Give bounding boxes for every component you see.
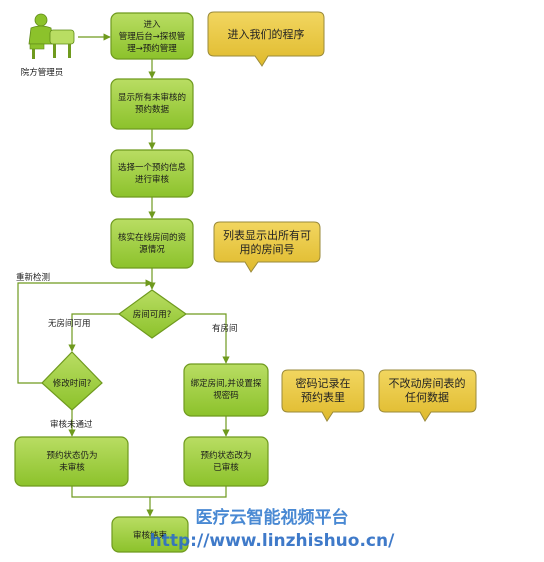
node-reviewed-line-1: 预约状态改为 bbox=[200, 450, 251, 461]
actor-label: 院方管理员 bbox=[21, 67, 64, 78]
note-room-table-line-2: 任何数据 bbox=[405, 390, 449, 404]
process-node-review-end: 审核结束 bbox=[111, 516, 189, 553]
process-node-enter: 进入 管理后台→探视管 理→预约管理 bbox=[110, 12, 194, 60]
edge-label-recheck: 重新检测 bbox=[16, 272, 50, 283]
decision-modify-time: 修改时间? bbox=[41, 351, 103, 411]
edge-failed-to-end bbox=[71, 486, 154, 517]
node-select-line-1: 选择一个预约信息 bbox=[118, 162, 187, 173]
edge-label-no-room: 无房间可用 bbox=[48, 318, 91, 329]
node-unreviewed-line-1: 预约状态仍为 bbox=[46, 450, 97, 461]
edge-label-has-room: 有房间 bbox=[212, 323, 238, 334]
decision-modify-time-label: 修改时间? bbox=[53, 378, 92, 389]
note-password-line-2: 预约表里 bbox=[301, 390, 345, 404]
node-select-line-2: 进行审核 bbox=[135, 174, 170, 185]
process-node-set-reviewed: 预约状态改为 已审核 bbox=[183, 436, 269, 487]
node-enter-line-3: 理→预约管理 bbox=[127, 43, 177, 54]
node-enter-line-1: 进入 bbox=[143, 20, 161, 30]
edge-label-review-failed: 审核未通过 bbox=[50, 419, 93, 430]
note-room-table-unchanged: 不改动房间表的 任何数据 bbox=[378, 369, 477, 422]
note-enter-program: 进入我们的程序 bbox=[207, 11, 325, 67]
process-node-still-unreviewed: 预约状态仍为 未审核 bbox=[14, 436, 129, 487]
watermark-title: 医疗云智能视频平台 bbox=[196, 507, 349, 528]
node-unreviewed-line-2: 未审核 bbox=[59, 462, 85, 473]
decision-room-available: 房间可用? bbox=[117, 289, 188, 339]
user-at-desk-icon bbox=[28, 13, 75, 59]
edge-reviewed-to-end bbox=[150, 486, 227, 498]
note-list-rooms-line-1: 列表显示出所有可 bbox=[223, 228, 311, 242]
node-reviewed-line-2: 已审核 bbox=[213, 462, 239, 473]
node-show-line-1: 显示所有未审核的 bbox=[118, 92, 186, 103]
edge-has-room bbox=[186, 313, 230, 364]
watermark-url: http://www.linzhishuo.cn/ bbox=[150, 531, 395, 551]
process-node-select-review: 选择一个预约信息 进行审核 bbox=[110, 149, 194, 198]
node-end-label: 审核结束 bbox=[133, 530, 168, 541]
actor-admin: 院方管理员 bbox=[21, 13, 75, 78]
note-enter-program-text: 进入我们的程序 bbox=[228, 27, 305, 41]
flow-edges bbox=[17, 33, 230, 517]
watermark: 医疗云智能视频平台 http://www.linzhishuo.cn/ bbox=[150, 507, 395, 551]
node-enter-line-2: 管理后台→探视管 bbox=[119, 31, 186, 42]
edge-recheck-loop bbox=[17, 279, 153, 384]
note-list-rooms-line-2: 用的房间号 bbox=[240, 242, 295, 256]
edge-no-room bbox=[68, 313, 119, 352]
note-password-line-1: 密码记录在 bbox=[296, 376, 351, 390]
node-bind-line-1: 绑定房间,并设置探 bbox=[191, 378, 262, 389]
process-node-check-rooms: 核实在线房间的资 源情况 bbox=[110, 218, 194, 269]
edge-labels: 重新检测 无房间可用 有房间 审核未通过 bbox=[16, 272, 238, 430]
note-room-table-line-1: 不改动房间表的 bbox=[389, 376, 466, 390]
node-bind-line-2: 视密码 bbox=[213, 390, 239, 401]
decision-room-available-label: 房间可用? bbox=[133, 309, 172, 320]
node-check-line-1: 核实在线房间的资 bbox=[118, 232, 187, 243]
process-node-show-unreviewed: 显示所有未审核的 预约数据 bbox=[110, 78, 194, 130]
node-show-line-2: 预约数据 bbox=[135, 104, 170, 115]
process-node-bind-room: 绑定房间,并设置探 视密码 bbox=[183, 363, 269, 417]
node-check-line-2: 源情况 bbox=[139, 244, 165, 255]
note-list-rooms: 列表显示出所有可 用的房间号 bbox=[213, 221, 321, 273]
note-password-recorded: 密码记录在 预约表里 bbox=[281, 369, 365, 422]
